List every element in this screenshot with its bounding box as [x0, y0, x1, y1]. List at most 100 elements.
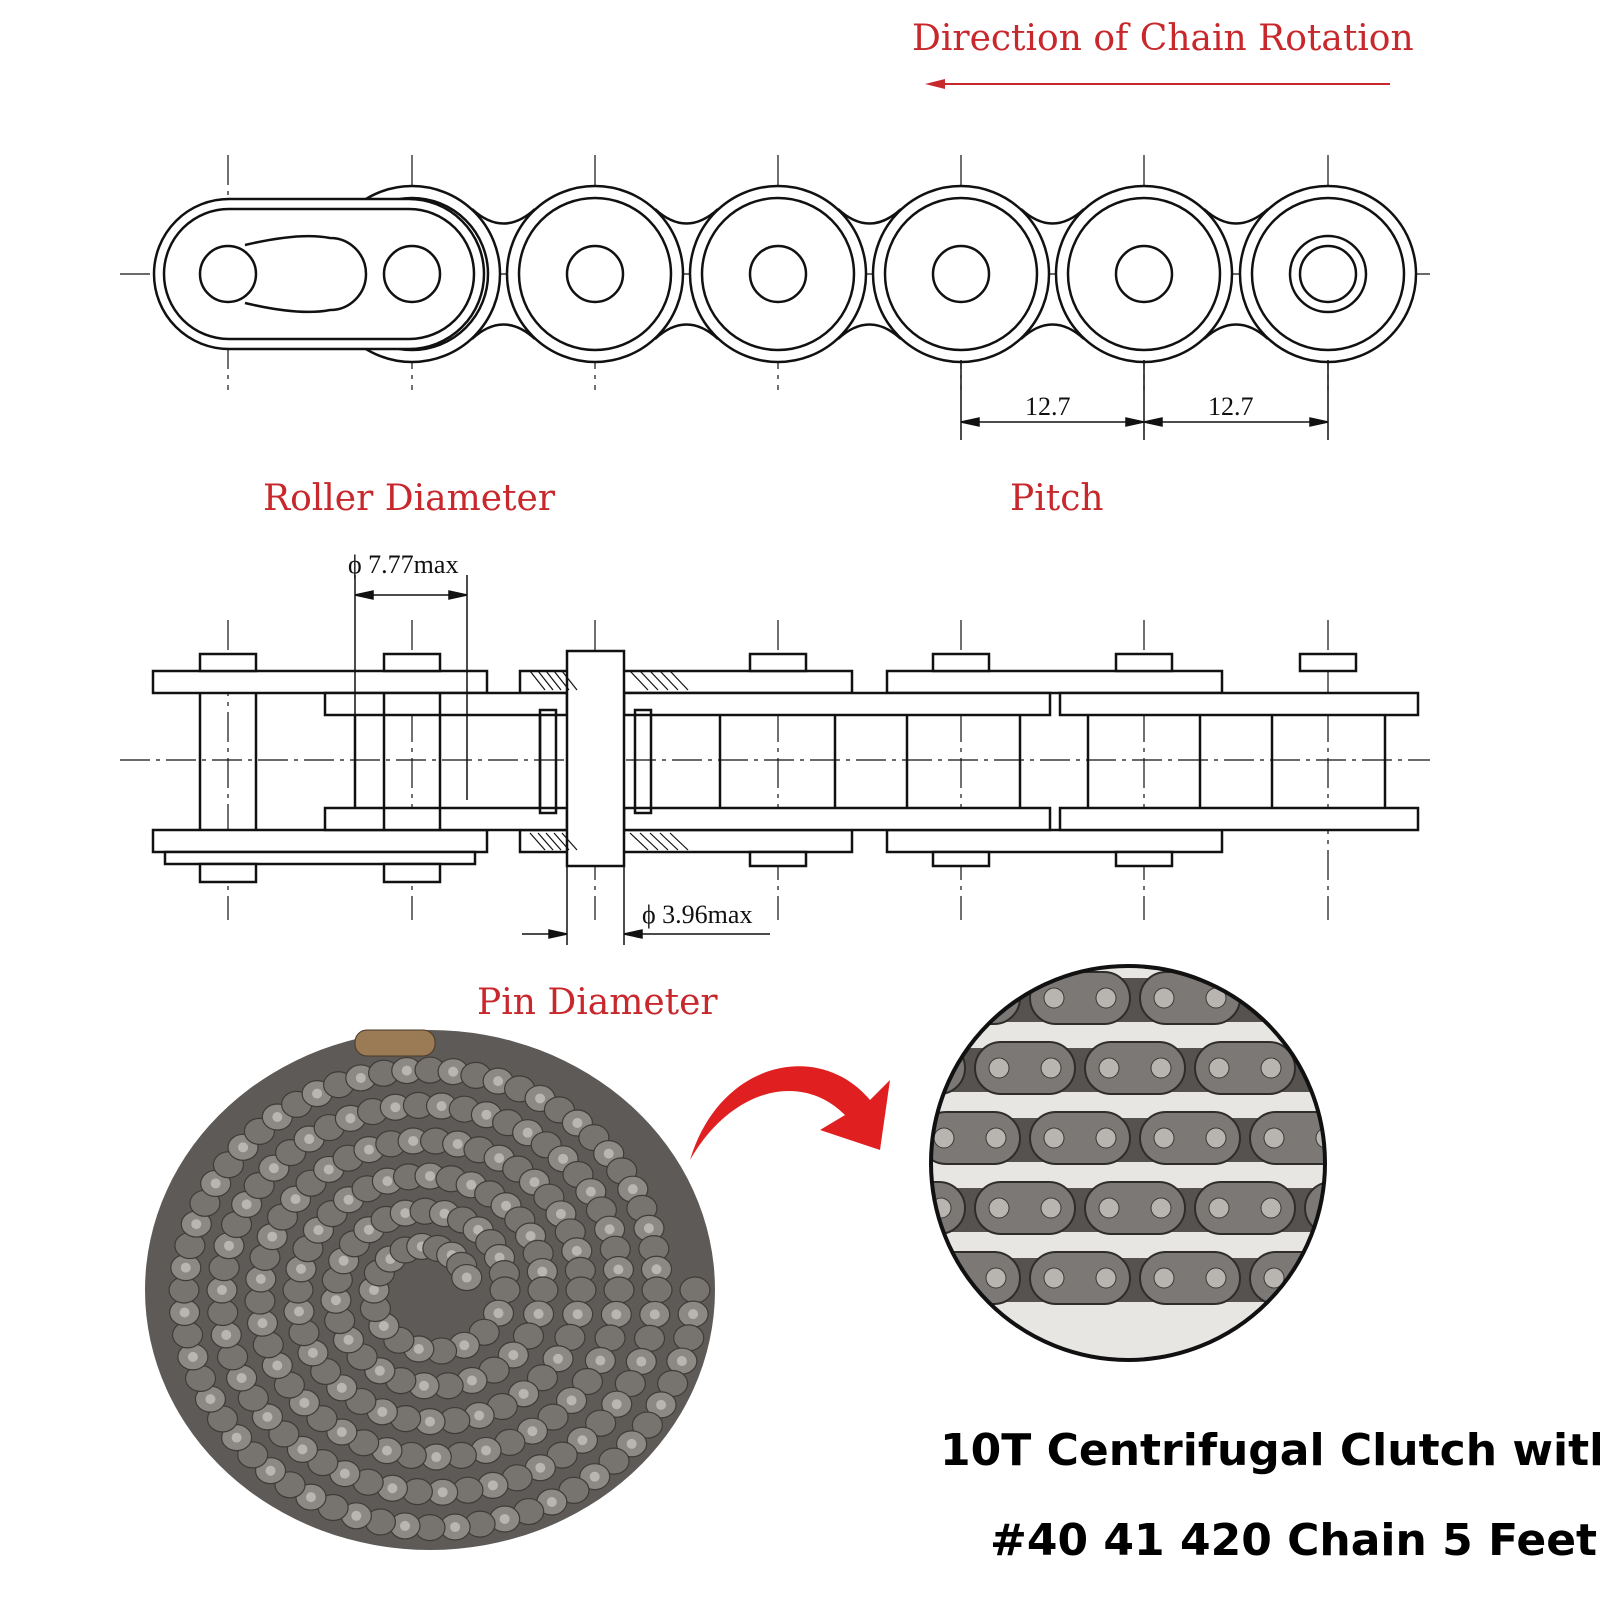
- pin: [565, 244, 625, 304]
- arrowhead-icon: [1309, 417, 1329, 427]
- chain-pin: [400, 1520, 411, 1531]
- chain-pin: [221, 1329, 232, 1340]
- red-curved-arrow-icon: [690, 1066, 890, 1160]
- chain-pin: [879, 1198, 899, 1218]
- chain-pin: [1318, 1057, 1325, 1079]
- chain-pin: [336, 1427, 347, 1438]
- link-waist: [837, 208, 902, 340]
- pin-head: [1114, 850, 1174, 868]
- chain-plate: [1304, 1041, 1325, 1095]
- chain-pin: [546, 1496, 557, 1507]
- chain-link: [565, 1276, 597, 1304]
- hatch-line: [639, 832, 659, 851]
- chain-pin: [533, 1308, 544, 1319]
- chain-pin: [459, 1340, 470, 1351]
- chain-pin: [501, 1200, 512, 1211]
- chain-pin: [1043, 1267, 1065, 1289]
- dimension-lines: [354, 360, 1329, 945]
- chain-pin: [1205, 1267, 1227, 1289]
- chain-pin: [431, 1452, 442, 1463]
- chain-pin: [1429, 1058, 1449, 1078]
- chain-plate: [974, 1041, 1076, 1095]
- inner-plate: [323, 691, 569, 717]
- chain-plate: [1029, 1251, 1131, 1305]
- chain-link: [537, 1403, 569, 1431]
- hatch-line: [545, 670, 562, 691]
- chain-pin: [1150, 1197, 1172, 1219]
- chain-pin: [985, 1267, 1007, 1289]
- roller-diameter-dimension: ϕ 7.77max: [348, 550, 459, 579]
- link-waist: [654, 208, 719, 340]
- chain-pin: [305, 1492, 316, 1503]
- chain-pin: [1426, 1128, 1446, 1148]
- chain-pin: [180, 1262, 191, 1273]
- chain-pin: [1374, 1268, 1394, 1288]
- chain-pin: [522, 1127, 533, 1138]
- chain-link: [673, 1324, 705, 1352]
- chain-pin: [1150, 1057, 1172, 1079]
- chain-pin: [205, 1394, 216, 1405]
- link-waist: [1203, 208, 1269, 340]
- chain-pin: [879, 1058, 899, 1078]
- chain-pin: [419, 1380, 430, 1391]
- hatch-line: [639, 670, 659, 691]
- chain-pin: [267, 1231, 278, 1242]
- chain-link: [631, 1411, 663, 1439]
- chain-link: [603, 1276, 635, 1304]
- outer-plate: [885, 669, 1224, 695]
- chain-pin: [1043, 987, 1065, 1009]
- chain-pin: [425, 1171, 435, 1182]
- chain-plate: [810, 1252, 910, 1304]
- chain-pin: [656, 1399, 667, 1410]
- chain-pin: [265, 1465, 276, 1476]
- chain-plate: [1360, 1252, 1460, 1304]
- chain-pin: [1263, 1267, 1285, 1289]
- chain-pin: [408, 1135, 419, 1146]
- chain-pin: [307, 1347, 318, 1358]
- chain-pin: [255, 1273, 266, 1284]
- chain-pin: [437, 1487, 448, 1498]
- chain-pin: [1208, 1197, 1230, 1219]
- link-plate-inner: [517, 196, 673, 352]
- chain-pin: [187, 1351, 198, 1362]
- chain-pin: [1153, 1267, 1175, 1289]
- pin: [1114, 244, 1174, 304]
- chain-pin: [604, 1224, 615, 1235]
- chain-pin: [518, 1388, 529, 1399]
- chain-pin: [339, 1468, 350, 1479]
- inner-plate: [1058, 806, 1420, 832]
- chain-link: [641, 1276, 673, 1304]
- coiled-chain-photo: [145, 1029, 715, 1550]
- chain-pin: [304, 1134, 315, 1145]
- arrowhead-icon: [548, 929, 568, 939]
- hatch-line: [537, 832, 554, 851]
- pin: [565, 649, 626, 868]
- hatch-line: [669, 832, 689, 851]
- link-plate-inner: [1250, 196, 1406, 352]
- chain-pin: [494, 1252, 505, 1263]
- pin: [1298, 244, 1358, 304]
- chain-pin: [558, 1153, 569, 1164]
- chain-pin: [179, 1307, 190, 1318]
- chain-pin: [1098, 1197, 1120, 1219]
- chain-plate: [1249, 971, 1325, 1025]
- chain-pin: [343, 1194, 354, 1205]
- chain-plate: [974, 1181, 1076, 1235]
- chain-pin: [876, 988, 896, 1008]
- chain-link: [633, 1324, 666, 1352]
- chain-pin: [400, 1208, 411, 1219]
- chain-pin: [231, 1432, 242, 1443]
- chain-pin: [1315, 1267, 1325, 1289]
- arrowhead-icon: [448, 590, 468, 600]
- chain-pin: [535, 1462, 546, 1473]
- hatch-line: [669, 670, 689, 691]
- chain-pin: [1208, 1057, 1230, 1079]
- chain-pin: [493, 1076, 504, 1087]
- link-plate-inner: [1066, 196, 1222, 352]
- chain-pin: [364, 1144, 375, 1155]
- chain-pin: [988, 1197, 1010, 1219]
- chain-plate: [931, 1111, 1021, 1165]
- chain-pin: [555, 1208, 566, 1219]
- chain-pin: [378, 1321, 389, 1332]
- chain-plate: [810, 972, 910, 1024]
